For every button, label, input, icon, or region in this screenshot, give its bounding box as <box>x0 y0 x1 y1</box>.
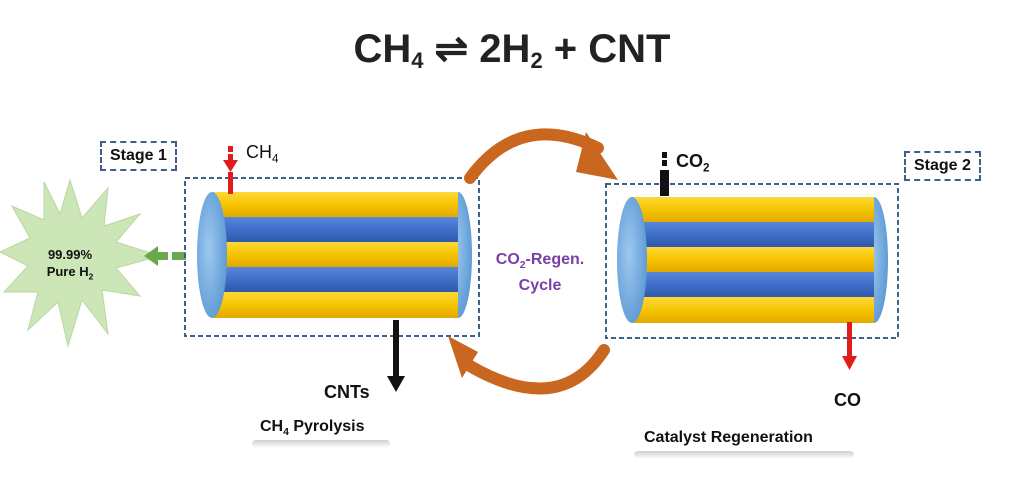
stage1-label: Stage 1 <box>100 141 177 171</box>
co-outlet-label: CO <box>834 390 861 410</box>
cycle-arrowhead-bottom <box>448 336 478 378</box>
co-outlet-arrow <box>842 322 857 370</box>
stage2-caption: Catalyst Regeneration <box>644 429 813 446</box>
reaction-equation: CH4 ⇌ 2H2 + CNT <box>0 26 1024 74</box>
co2-inlet-label: CO2 <box>676 151 710 175</box>
stage2-reactor <box>617 197 888 323</box>
stage2-label: Stage 2 <box>904 151 981 181</box>
co2-inlet-arrow <box>660 152 669 196</box>
ch4-inlet-label: CH4 <box>246 142 279 166</box>
cycle-arrowhead-top <box>576 132 618 180</box>
ch4-inlet-arrow <box>223 146 238 194</box>
pure-h2-burst <box>0 178 162 348</box>
cycle-arrow-bottom <box>464 344 610 395</box>
cnt-outlet-arrow <box>387 320 405 392</box>
stage2-caption-shadow <box>634 451 854 459</box>
h2-output-arrow <box>144 246 186 266</box>
stage1-caption: CH4 Pyrolysis <box>260 418 365 439</box>
stage1-reactor-frame <box>184 177 480 337</box>
stage2-reactor-frame <box>605 183 899 339</box>
cycle-label: CO2-Regen. Cycle <box>495 251 585 295</box>
equation-left: CH4 <box>353 27 424 73</box>
pure-h2-label: 99.99% Pure H2 <box>46 247 94 282</box>
stage1-caption-shadow <box>252 440 390 448</box>
equilibrium-arrow: ⇌ <box>434 27 469 71</box>
cnts-outlet-label: CNTs <box>324 382 370 402</box>
stage1-reactor <box>197 192 472 318</box>
cycle-arrow-top <box>464 128 604 184</box>
equation-right: 2H2 + CNT <box>479 27 671 73</box>
